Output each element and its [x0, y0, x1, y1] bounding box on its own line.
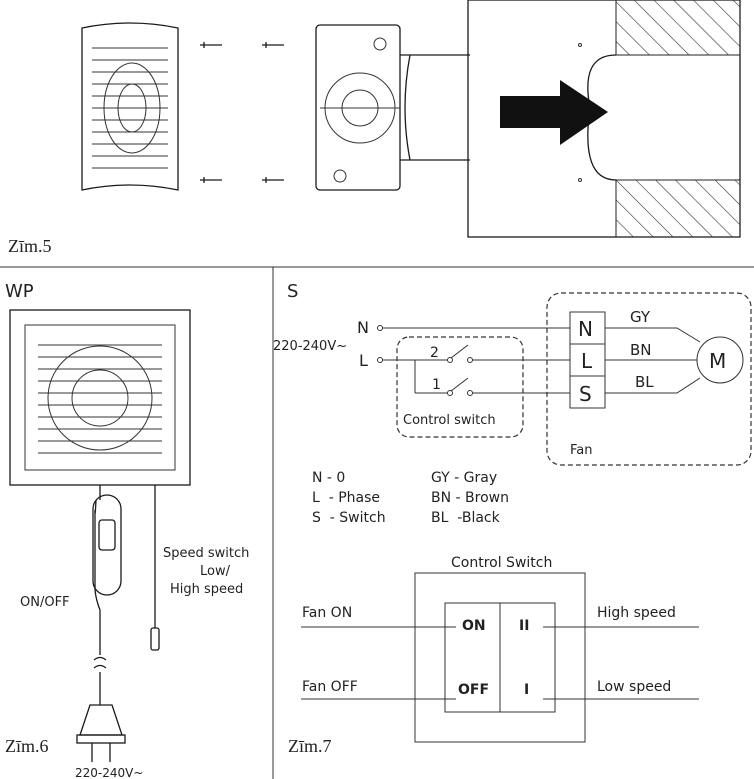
speed-pull-cord[interactable]	[150, 485, 160, 651]
input-l-label: L	[359, 351, 368, 370]
plug-icon	[76, 704, 126, 762]
power-cord	[92, 485, 122, 705]
screw-icon	[200, 42, 284, 183]
wire-gy: GY	[630, 308, 651, 326]
schematic-title: S	[287, 281, 298, 302]
terminal-n: N	[578, 317, 593, 341]
figure-5-caption: Zīm.5	[8, 236, 52, 256]
fan-wp-front	[9, 309, 191, 486]
control-switch-box	[396, 336, 524, 438]
terminal-s: S	[579, 382, 592, 406]
control-switch-plate	[414, 572, 586, 743]
legend-item: S - Switch	[312, 510, 386, 526]
fan-on-label: Fan ON	[302, 605, 352, 621]
fan-grille-front	[81, 22, 179, 191]
airflow-arrow-icon	[500, 80, 608, 145]
switch-on: ON	[462, 618, 486, 634]
legend-item: L - Phase	[312, 490, 380, 506]
wire-bl: BL	[635, 373, 654, 391]
fan-box	[546, 292, 752, 466]
legend-item: N - 0	[312, 470, 345, 486]
fan-label: Fan	[570, 443, 593, 458]
speed-switch-label-high: High speed	[170, 582, 243, 597]
schematic-voltage: 220-240V~	[273, 339, 347, 354]
low-speed-label: Low speed	[597, 679, 671, 695]
motor-icon	[696, 336, 744, 384]
high-speed-label: High speed	[597, 605, 676, 621]
fan-off-label: Fan OFF	[302, 679, 358, 695]
wp-voltage-label: 220-240V~	[75, 766, 143, 779]
motor-label: M	[709, 349, 726, 373]
legend-item: BN - Brown	[431, 490, 509, 506]
legend-item: BL -Black	[431, 510, 501, 526]
wiring	[377, 325, 701, 396]
figure-6-caption: Zīm.6	[5, 736, 49, 756]
terminal-l: L	[581, 349, 593, 373]
switch-2-label: 2	[430, 345, 439, 361]
speed-switch-label-low: Low/	[200, 564, 231, 579]
figure-7-caption: Zīm.7	[288, 736, 332, 756]
fan-duct	[400, 54, 470, 161]
control-switch-label: Control switch	[403, 413, 496, 428]
on-off-label: ON/OFF	[20, 595, 70, 610]
switch-1-label: 1	[432, 377, 441, 393]
speed-switch-label: Speed switch	[163, 546, 249, 561]
on-off-switch[interactable]	[98, 519, 116, 551]
terminal-block	[569, 311, 606, 409]
wall-section	[467, 0, 741, 238]
wire-bn: BN	[630, 341, 652, 359]
switch-off: OFF	[458, 682, 489, 698]
legend-item: GY - Gray	[431, 470, 497, 486]
fan-housing	[315, 24, 401, 191]
wp-title: WP	[5, 281, 34, 302]
control-switch-title: Control Switch	[451, 555, 552, 571]
switch-high: II	[519, 618, 529, 634]
switch-low: I	[524, 682, 529, 698]
input-n-label: N	[357, 318, 369, 337]
